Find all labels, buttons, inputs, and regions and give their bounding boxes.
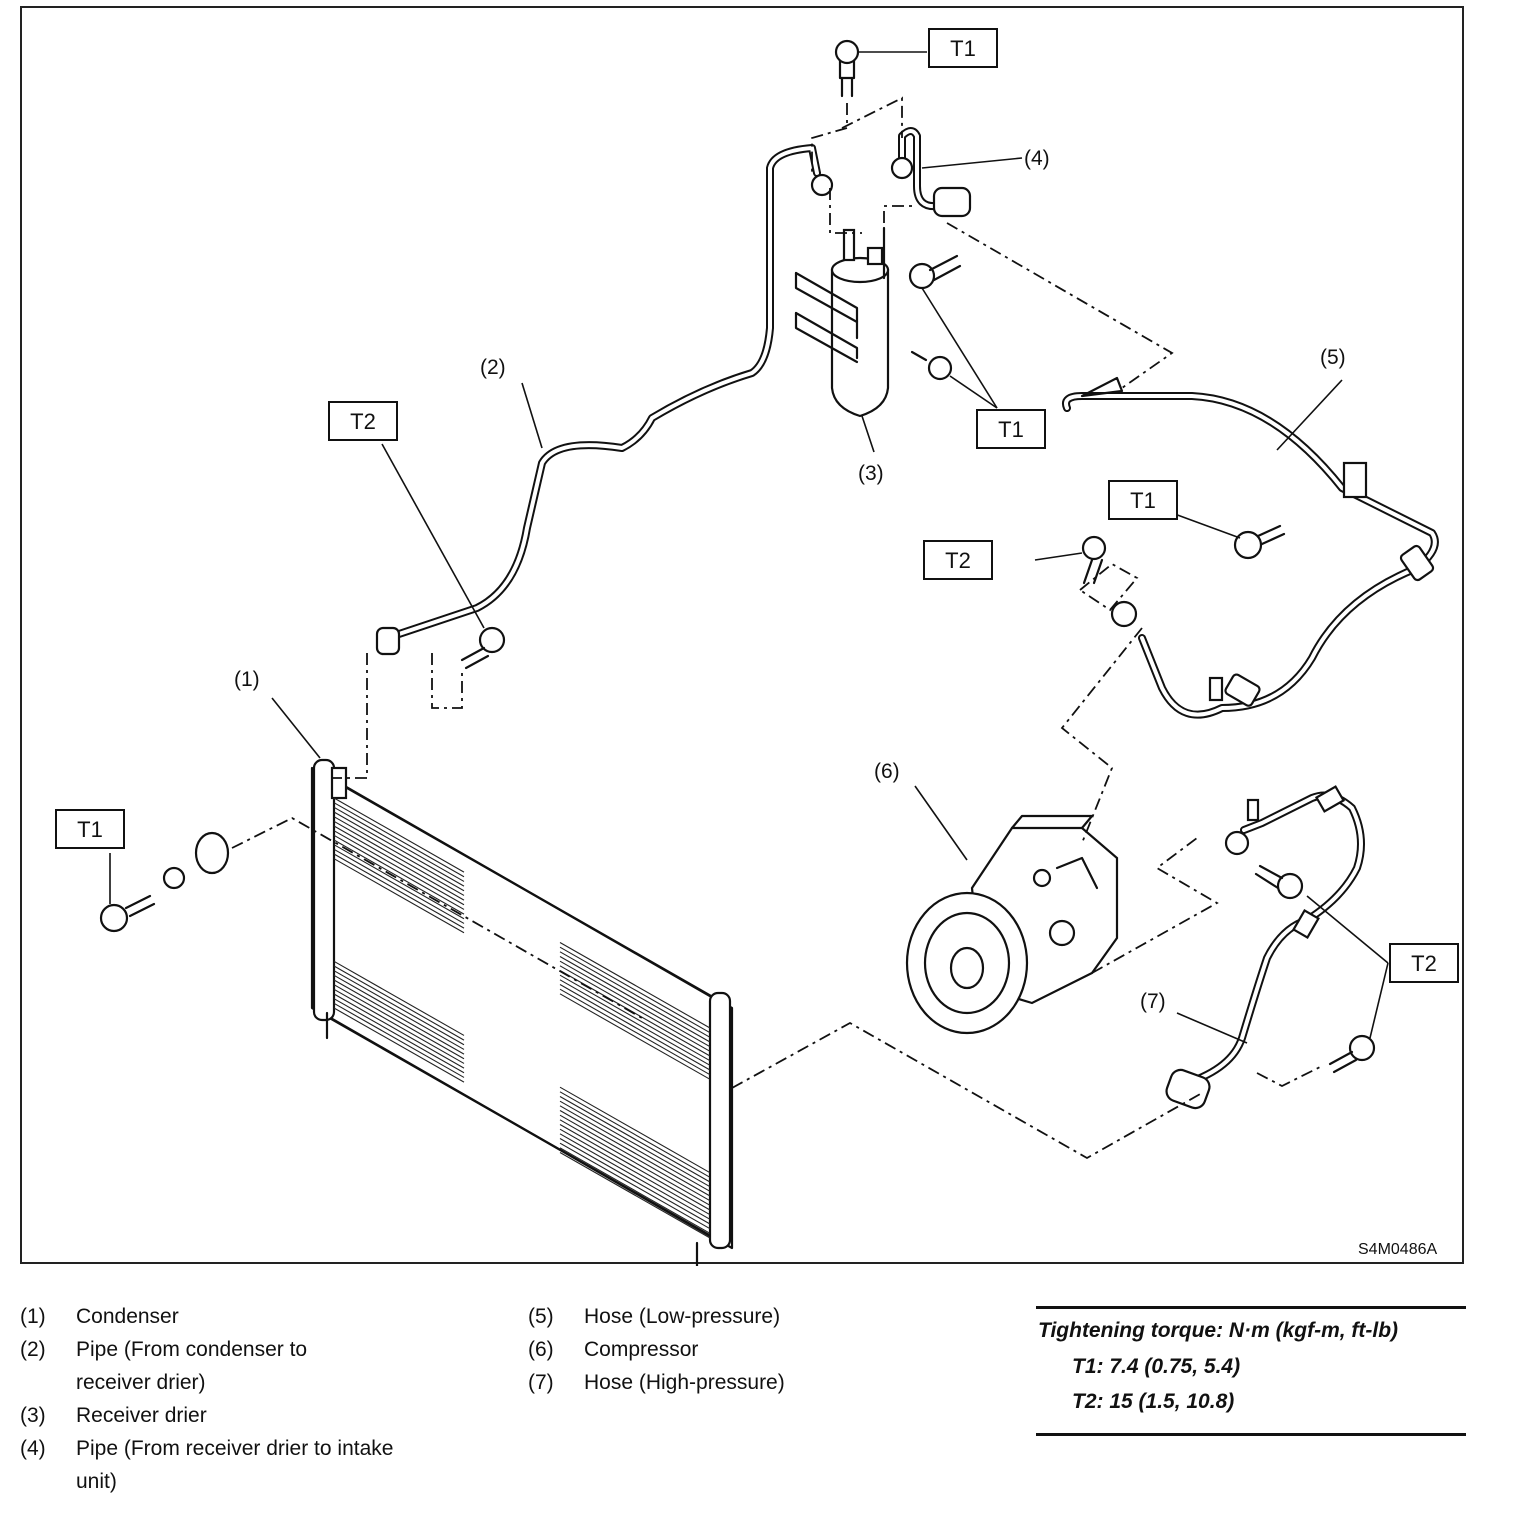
fin-line xyxy=(559,951,711,1038)
fin-line xyxy=(333,797,465,873)
fin-line xyxy=(333,811,465,887)
fin-line xyxy=(559,1142,711,1230)
condenser-fins xyxy=(333,797,711,1239)
figure-reference-code: S4M0486A xyxy=(1358,1241,1437,1258)
fin-line xyxy=(333,974,465,1050)
pipe-drier-to-intake xyxy=(882,127,972,280)
callout-4: (4) xyxy=(1024,147,1050,170)
svg-text:T1: T1 xyxy=(998,417,1024,442)
fin-line xyxy=(559,1091,711,1178)
torque-tag-t1-condenser: T1 xyxy=(55,809,125,849)
torque-t2-spec: T2: 15 (1.5, 10.8) xyxy=(1072,1390,1235,1413)
leader-lines xyxy=(109,51,1389,1044)
fin-line xyxy=(333,825,465,901)
compressor-part xyxy=(905,814,1119,1035)
svg-text:T1: T1 xyxy=(77,817,103,842)
torque-tag-t1-top: T1 xyxy=(928,28,998,68)
fin-line xyxy=(333,1002,465,1078)
fin-line xyxy=(559,1124,711,1211)
svg-text:T1: T1 xyxy=(950,36,976,61)
fin-line xyxy=(333,806,465,882)
torque-spec-box: Tightening torque: N·m (kgf-m, ft-lb) T1… xyxy=(1036,1306,1466,1436)
callout-3: (3) xyxy=(858,462,884,485)
svg-text:T2: T2 xyxy=(945,548,971,573)
callout-1: (1) xyxy=(234,668,260,691)
diagram-frame: T1 T1 T1 T1 T2 T2 T2 (1) (2) (3) (4) (5)… xyxy=(20,6,1464,1266)
hose-low-pressure xyxy=(1062,376,1439,719)
fin-line xyxy=(559,1133,711,1220)
svg-text:T1: T1 xyxy=(1130,488,1156,513)
fin-line xyxy=(559,1105,711,1192)
fin-line xyxy=(333,853,465,929)
pipe-condenser-to-drier xyxy=(375,144,834,656)
fin-line xyxy=(559,1138,711,1225)
fin-line xyxy=(333,970,465,1046)
ac-system-diagram: T1 T1 T1 T1 T2 T2 T2 (1) (2) (3) (4) (5)… xyxy=(55,28,1459,1266)
fin-line xyxy=(333,965,465,1041)
fin-line xyxy=(333,820,465,896)
callout-5: (5) xyxy=(1320,346,1346,369)
condenser-part xyxy=(310,758,734,1266)
assembly-lines xyxy=(231,96,1323,1160)
callout-2: (2) xyxy=(480,356,506,379)
parts-legend: (1) Condenser (2) Pipe (From condenser t… xyxy=(20,1305,785,1493)
callout-6: (6) xyxy=(874,760,900,783)
torque-heading: Tightening torque: N·m (kgf-m, ft-lb) xyxy=(1038,1319,1399,1342)
fin-line xyxy=(333,830,465,906)
fin-line xyxy=(333,844,465,920)
fin-line xyxy=(559,965,711,1052)
fin-line xyxy=(333,984,465,1060)
hose-high-pressure xyxy=(1165,785,1365,1110)
fin-line xyxy=(559,974,711,1062)
fin-line xyxy=(333,1007,465,1083)
fin-line xyxy=(333,848,465,924)
fin-line xyxy=(559,1119,711,1206)
svg-text:T2: T2 xyxy=(350,409,376,434)
fin-line xyxy=(333,834,465,910)
callout-7: (7) xyxy=(1140,990,1166,1013)
fin-line xyxy=(559,1114,711,1202)
torque-tag-t2-hose5: T2 xyxy=(923,540,993,580)
fin-line xyxy=(559,1147,711,1234)
fin-line xyxy=(333,993,465,1069)
fin-line xyxy=(559,993,711,1080)
fin-line xyxy=(333,858,465,934)
fin-line xyxy=(559,1128,711,1216)
torque-tag-t2-hose7: T2 xyxy=(1389,943,1459,983)
fin-line xyxy=(333,988,465,1064)
fin-line xyxy=(333,979,465,1055)
fin-line xyxy=(559,984,711,1071)
fin-line xyxy=(559,960,711,1048)
receiver-drier-part xyxy=(794,228,890,418)
fin-line xyxy=(559,942,711,1029)
fin-line xyxy=(333,816,465,892)
svg-text:T2: T2 xyxy=(1411,951,1437,976)
torque-tag-t1-drier: T1 xyxy=(976,409,1046,449)
fin-line xyxy=(559,1086,711,1174)
fin-line xyxy=(559,1100,711,1188)
fin-line xyxy=(559,946,711,1034)
fin-line xyxy=(559,1110,711,1197)
fin-line xyxy=(333,802,465,878)
fin-line xyxy=(333,839,465,915)
bolts xyxy=(99,39,1376,1074)
fin-line xyxy=(559,988,711,1076)
torque-t1-spec: T1: 7.4 (0.75, 5.4) xyxy=(1072,1355,1241,1378)
fin-line xyxy=(559,956,711,1043)
fin-line xyxy=(333,998,465,1074)
fin-line xyxy=(559,1096,711,1183)
torque-tag-t1-hose5: T1 xyxy=(1108,480,1178,520)
torque-tag-t2-pipe2: T2 xyxy=(328,401,398,441)
fin-line xyxy=(559,979,711,1066)
fin-line xyxy=(559,1152,711,1239)
fin-line xyxy=(333,960,465,1036)
